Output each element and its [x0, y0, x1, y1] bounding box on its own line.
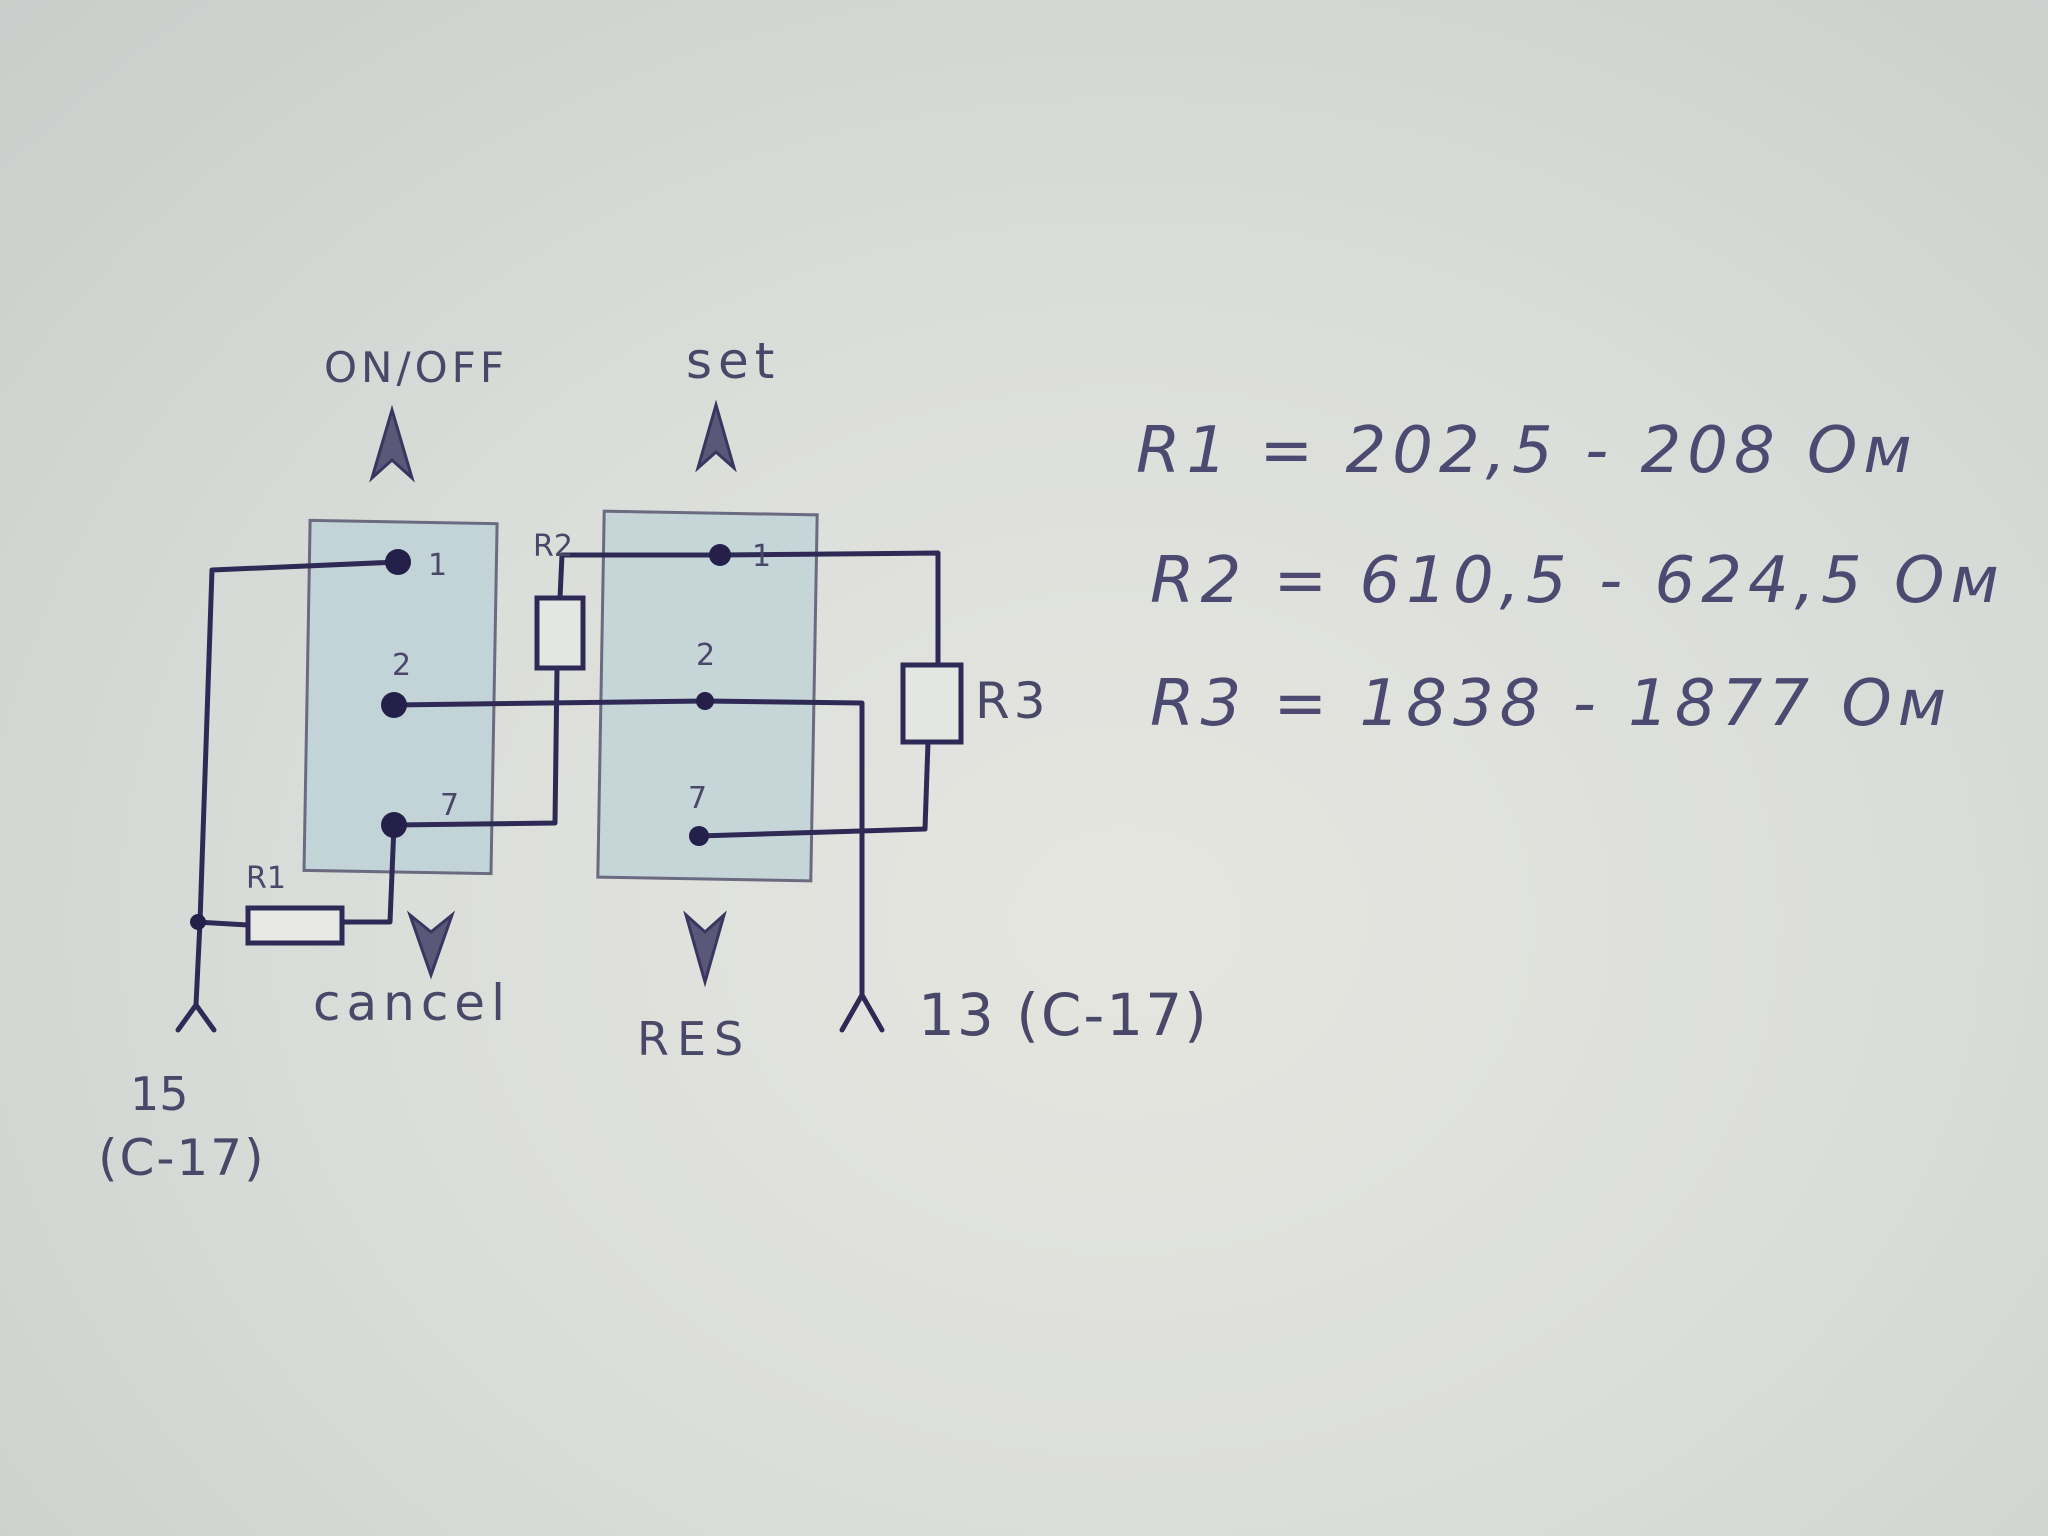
resistor-label-r3: R3 — [975, 672, 1050, 730]
arrow-down-res-icon — [683, 910, 727, 988]
resistor-label-r2: R2 — [533, 529, 573, 564]
wire-pin2-bus — [391, 698, 865, 998]
switch-label-on-off: ON/OFF — [324, 343, 508, 392]
switch-label-cancel: cancel — [313, 974, 511, 1032]
connector-15-fork — [175, 1002, 217, 1033]
contact-on-off-1 — [385, 549, 411, 575]
resistor-value-r1: R1 = 202,5 - 208 Ом — [1136, 414, 1918, 488]
pin-label: 2 — [696, 638, 715, 673]
switch-label-set: set — [686, 332, 780, 390]
contact-on-off-7 — [381, 812, 407, 838]
contacts — [190, 544, 731, 930]
wire-r2-bottom — [391, 666, 560, 828]
arrow-up-set-icon — [695, 399, 737, 473]
resistor-value-r2: R2 = 610,5 - 624,5 Ом — [1150, 544, 2005, 618]
wire-r3-bottom — [696, 739, 931, 839]
resistor-value-r3: R3 = 1838 - 1877 Ом — [1150, 667, 1952, 741]
junction-dot — [190, 914, 206, 930]
pin-label: 7 — [440, 788, 459, 823]
contact-set-7 — [689, 826, 709, 846]
arrow-down-cancel-icon — [406, 910, 456, 980]
wires — [175, 550, 941, 1033]
connector-15-ref: (C-17) — [98, 1129, 266, 1187]
resistor-r1 — [245, 905, 345, 946]
switch-label-res: RES — [637, 1012, 751, 1066]
arrow-up-on-off-icon — [369, 404, 415, 483]
resistor-r2 — [534, 595, 586, 671]
resistor-r3 — [900, 662, 964, 745]
contact-set-1 — [709, 544, 731, 566]
contact-set-2 — [696, 692, 714, 710]
resistor-label-r1: R1 — [246, 861, 286, 896]
pin-label: 1 — [428, 548, 447, 583]
connector-15-pin: 15 — [130, 1067, 189, 1121]
contact-on-off-2 — [381, 692, 407, 718]
connector-13-label: 13 (C-17) — [918, 981, 1209, 1049]
pin-label: 2 — [392, 648, 411, 683]
wire-15-to-on-off-1 — [193, 559, 401, 1008]
pin-label: 1 — [752, 539, 771, 574]
pin-label: 7 — [688, 781, 707, 816]
connector-13-fork — [839, 992, 885, 1033]
